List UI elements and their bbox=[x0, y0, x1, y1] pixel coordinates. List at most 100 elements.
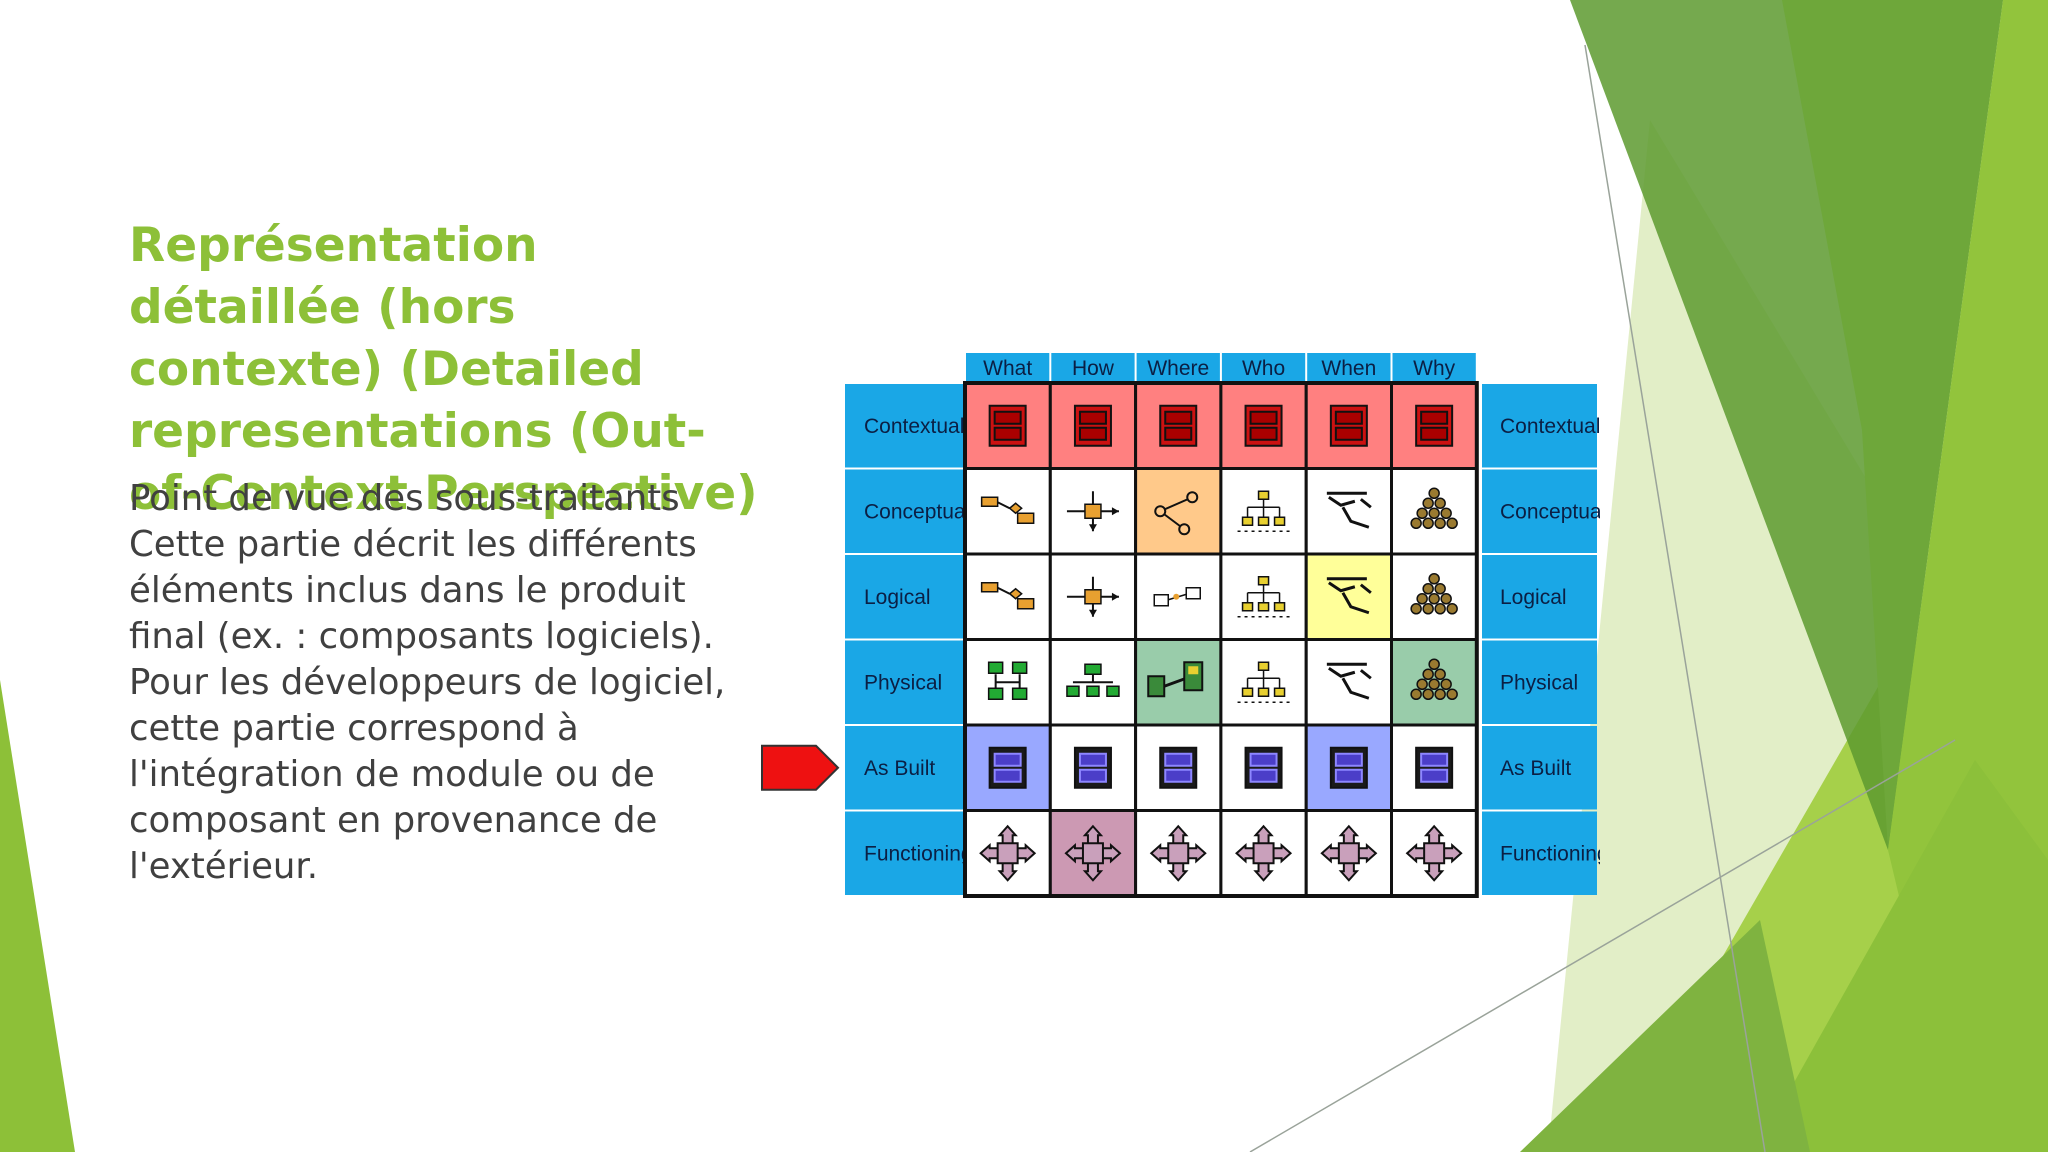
matrix-cell bbox=[1304, 638, 1394, 727]
module-icon bbox=[1415, 746, 1454, 789]
table-icon bbox=[1415, 404, 1454, 447]
deco-line-1 bbox=[1584, 44, 1766, 1152]
matrix-cell bbox=[1219, 381, 1308, 470]
goal-pyramid-icon bbox=[1410, 487, 1458, 529]
matrix-cell-bg bbox=[1390, 467, 1479, 556]
process-flow-icon bbox=[1066, 576, 1119, 617]
column-header-bg bbox=[1307, 353, 1391, 381]
column-header: Where bbox=[1147, 357, 1209, 380]
org-chart-icon bbox=[1237, 576, 1290, 618]
module-icon bbox=[1159, 746, 1198, 789]
deco-facet-bottom bbox=[1520, 920, 1810, 1152]
row-header-right-bg bbox=[1482, 640, 1597, 724]
matrix-cell bbox=[1390, 723, 1479, 812]
four-way-arrow-icon bbox=[1405, 824, 1463, 882]
matrix-cell-bg bbox=[963, 552, 1052, 641]
body-paragraph: Cette partie décrit les différents éléme… bbox=[129, 524, 714, 657]
row-header-left: As Built bbox=[864, 757, 935, 780]
matrix-cell bbox=[1048, 381, 1138, 470]
four-way-arrow-icon bbox=[1320, 824, 1378, 882]
matrix-cell bbox=[1134, 638, 1223, 727]
matrix-cell bbox=[1304, 809, 1394, 898]
four-way-arrow-icon bbox=[1235, 824, 1293, 882]
matrix-cell bbox=[963, 381, 1052, 470]
row-header-right: Contextual bbox=[1500, 415, 1600, 438]
matrix-cell bbox=[1048, 552, 1138, 641]
table-icon bbox=[1159, 404, 1198, 447]
matrix-cell bbox=[1134, 552, 1223, 641]
timeline-icon bbox=[1326, 577, 1372, 615]
row-header-right: As Built bbox=[1500, 757, 1571, 780]
matrix-cell-bg bbox=[963, 467, 1052, 556]
matrix-cell bbox=[1048, 638, 1138, 727]
hardware-icon bbox=[1147, 661, 1204, 698]
matrix-frame bbox=[963, 381, 1479, 898]
table-icon bbox=[1244, 404, 1283, 447]
column-header: How bbox=[1072, 357, 1115, 380]
matrix-cell bbox=[1048, 809, 1138, 898]
title-bold-part: Représentation détaillée (hors contexte) bbox=[129, 218, 538, 397]
matrix-cell bbox=[1134, 467, 1223, 556]
deco-facet-lower bbox=[1755, 760, 2048, 1152]
row-header-right-bg bbox=[1482, 384, 1597, 468]
matrix-cell bbox=[963, 467, 1052, 556]
column-header: Why bbox=[1413, 357, 1456, 380]
matrix-cell bbox=[1134, 809, 1223, 898]
matrix-cell bbox=[1304, 552, 1394, 641]
column-header: When bbox=[1321, 357, 1376, 380]
four-way-arrow-icon bbox=[1064, 824, 1122, 882]
hierarchy-icon bbox=[1066, 663, 1120, 697]
matrix-cell bbox=[1134, 381, 1223, 470]
row-header-right: Functioning bbox=[1500, 842, 1600, 865]
column-header-bg bbox=[966, 353, 1050, 381]
node-link-icon bbox=[1153, 587, 1201, 607]
data-blocks-icon bbox=[987, 661, 1028, 700]
column-header: What bbox=[983, 357, 1032, 380]
matrix-cell bbox=[1219, 552, 1308, 641]
table-icon bbox=[988, 404, 1027, 447]
matrix-cell bbox=[1390, 467, 1479, 556]
matrix-cell bbox=[1304, 467, 1394, 556]
row-header-left: Functioning bbox=[864, 842, 973, 865]
matrix-cell-bg bbox=[1134, 467, 1223, 556]
row-pointer-arrow-icon bbox=[761, 744, 840, 791]
body-paragraph: Pour les développeurs de logiciel, cette… bbox=[129, 662, 726, 887]
matrix-cell-bg bbox=[1390, 552, 1479, 641]
row-header-left-bg bbox=[845, 811, 965, 895]
matrix-cell-bg bbox=[1304, 467, 1394, 556]
column-header-bg bbox=[1221, 353, 1306, 381]
matrix-cell-bg bbox=[1304, 638, 1394, 727]
org-chart-icon bbox=[1237, 490, 1290, 532]
deco-facet-strip bbox=[1782, 0, 2003, 850]
matrix-cell bbox=[1390, 638, 1479, 727]
row-header-left-bg bbox=[845, 384, 965, 468]
matrix-cell bbox=[1304, 723, 1394, 812]
entity-relation-icon bbox=[980, 582, 1035, 610]
matrix-cell bbox=[1390, 809, 1479, 898]
module-icon bbox=[1244, 746, 1283, 789]
matrix-cell bbox=[963, 552, 1052, 641]
goal-pyramid-icon bbox=[1410, 658, 1458, 700]
deco-line-2 bbox=[1249, 739, 1956, 1152]
row-header-right: Physical bbox=[1500, 671, 1578, 694]
row-header-right: Conceptual bbox=[1500, 500, 1600, 523]
row-header-left-bg bbox=[845, 469, 965, 553]
org-chart-icon bbox=[1237, 661, 1290, 703]
network-graph-icon bbox=[1154, 491, 1199, 536]
matrix-cell bbox=[1048, 723, 1138, 812]
matrix-cell-bg bbox=[1304, 552, 1394, 641]
slide-body: Point de vue des sous-traitants Cette pa… bbox=[129, 476, 769, 890]
row-header-right-bg bbox=[1482, 811, 1597, 895]
entity-relation-icon bbox=[980, 496, 1035, 524]
row-header-left-bg bbox=[845, 726, 965, 810]
four-way-arrow-icon bbox=[1149, 824, 1207, 882]
column-header: Who bbox=[1242, 357, 1285, 380]
matrix-cell bbox=[1390, 381, 1479, 470]
matrix-cell bbox=[1219, 638, 1308, 727]
column-header-bg bbox=[1136, 353, 1220, 381]
module-icon bbox=[1073, 746, 1112, 789]
row-header-left: Conceptual bbox=[864, 500, 970, 523]
slide-title: Représentation détaillée (hors contexte)… bbox=[129, 215, 769, 525]
matrix-cell bbox=[963, 809, 1052, 898]
